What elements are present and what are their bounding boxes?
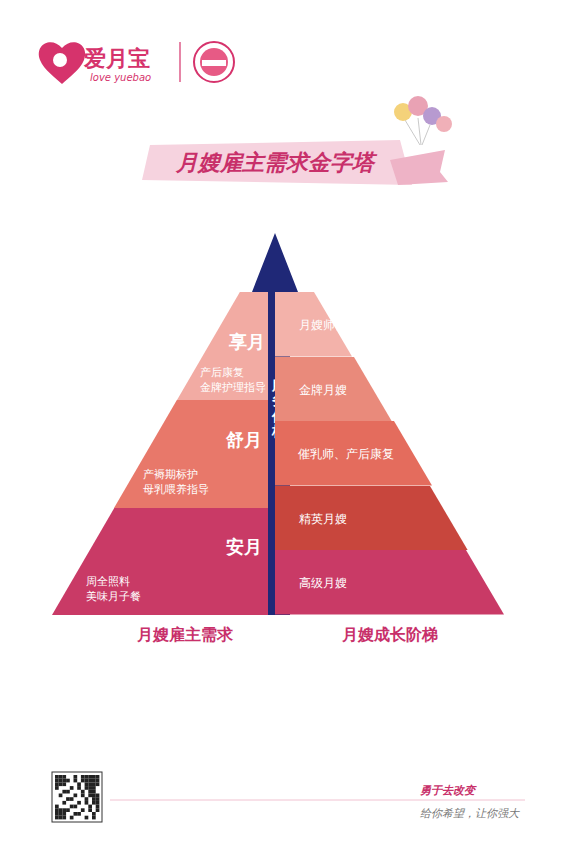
tier-text: 月嫂师资 [299,317,347,333]
tier-text: 催乳师、产后康复 [298,446,394,462]
badge-band [202,60,226,66]
tier-text: 金牌月嫂 [299,382,347,398]
badge-ring [194,42,234,82]
growth-tier: 金牌月嫂 [275,357,392,422]
tier-heading: 安月 [226,535,262,559]
tier-text: 高级月嫂 [299,575,347,591]
qr-frame [52,772,102,822]
badge-core [200,48,228,76]
balloon-string [418,118,421,145]
tier-text: 产褥期标护 母乳喂养指导 [143,468,215,498]
need-tier: 享月产后康复 金牌护理指导 [177,292,275,400]
title: 月嫂雇主需求金字塔 [176,148,374,178]
tier-heading: 享月 [229,330,265,354]
axis-label: 月嫂成长阶梯 [342,625,438,646]
qr-code [55,775,99,819]
banner-tail [390,150,448,185]
need-tier: 舒月产褥期标护 母乳喂养指导 [114,400,275,508]
tier-text: 周全照料 美味月子餐 [86,575,158,605]
logo-dot [53,53,67,67]
axis-label: 月嫂雇主需求 [137,625,233,646]
need-tier: 安月周全照料 美味月子餐 [52,508,275,615]
logo-name: 爱月宝 [84,44,150,74]
growth-tier: 催乳师、产后康复 [275,421,432,486]
growth-tier: 精英月嫂 [275,486,468,551]
need-tier-shape [52,508,275,615]
growth-tier: 高级月嫂 [275,550,504,615]
slogan: 给你希望，让你强大 [420,806,519,821]
growth-tier: 月嫂师资 [275,292,352,357]
slogan: 勇于去改变 [420,783,475,798]
footer-line [110,800,525,801]
logo-heart [39,42,85,84]
logo-subtitle: love yuebao [90,72,151,83]
balloon [436,116,452,132]
logo-divider [179,42,180,82]
tier-text: 精英月嫂 [299,511,347,527]
tier-text: 产后康复 金牌护理指导 [200,366,272,396]
balloon-string [405,120,420,145]
tier-heading: 舒月 [226,428,262,452]
balloon-string [422,125,430,145]
title-banner [142,140,412,185]
